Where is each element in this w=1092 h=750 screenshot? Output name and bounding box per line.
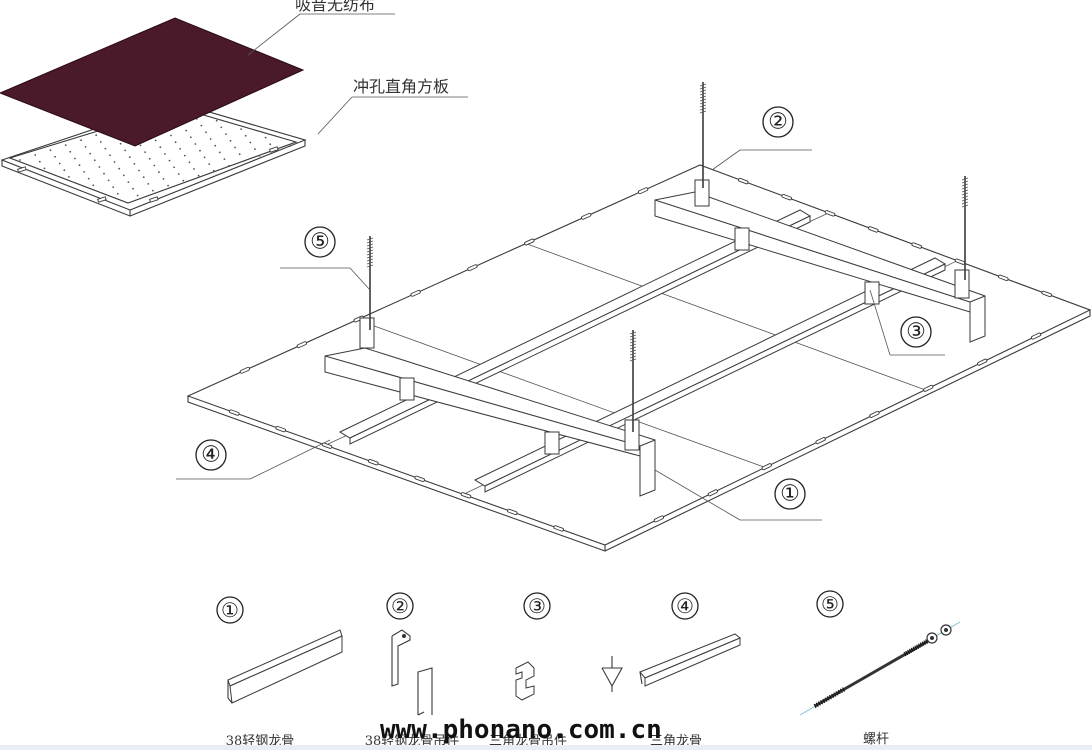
fabric-label: 吸音无纺布	[295, 0, 375, 14]
legend-item-5: ⑤ 螺杆	[799, 590, 961, 747]
legend-1-number: ①	[221, 598, 239, 622]
threaded-rods	[366, 82, 969, 432]
callout-2-number: ②	[768, 110, 788, 135]
callout-4-number: ④	[201, 443, 221, 468]
fabric-sheet	[0, 17, 305, 147]
legend-item-4: ④ 三角龙骨	[601, 592, 741, 749]
bottom-band	[0, 745, 1092, 750]
legend-item-1: ① 38轻钢龙骨	[216, 596, 343, 749]
callout-5-number: ⑤	[310, 230, 330, 255]
legend-3-number: ③	[528, 594, 546, 618]
callout-5: ⑤	[280, 226, 371, 291]
legend-5-number: ⑤	[821, 592, 839, 616]
callout-1-number: ①	[780, 482, 800, 507]
main-channels	[324, 191, 986, 497]
callout-3: ③	[869, 289, 945, 356]
callout-1: ①	[654, 469, 822, 521]
perforated-panel-label: 冲孔直角方板	[353, 77, 449, 96]
legend-4-number: ④	[676, 594, 694, 618]
callout-3-number: ③	[906, 320, 926, 345]
ceiling-grid	[186, 82, 1092, 552]
callout-2: ②	[711, 106, 812, 171]
watermark: www.phonano.com.cn	[380, 715, 662, 745]
legend-5-caption: 螺杆	[863, 732, 889, 747]
callout-4: ④	[176, 439, 331, 480]
legend-2-number: ②	[391, 594, 409, 618]
